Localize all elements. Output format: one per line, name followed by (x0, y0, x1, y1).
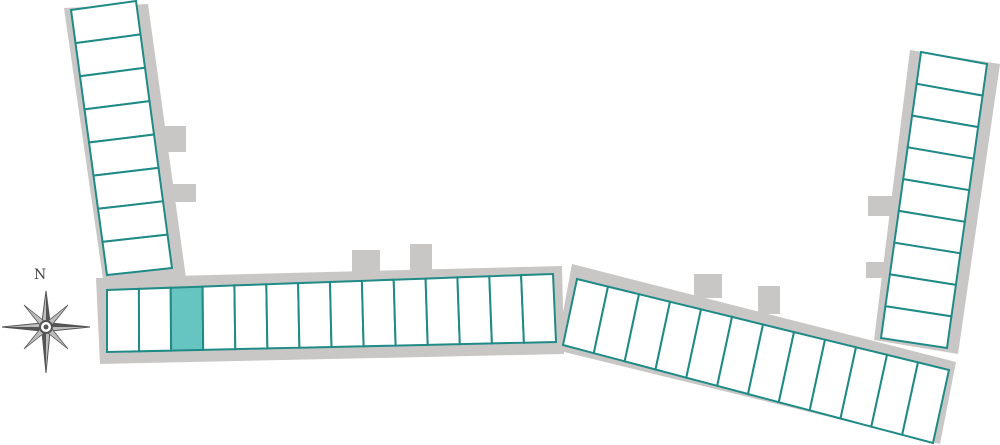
west-wing-balcony (160, 126, 186, 152)
center-wing-balcony (352, 250, 380, 274)
east-wing (879, 50, 989, 350)
center-wing-balcony (410, 244, 432, 272)
southeast-wing (561, 277, 951, 445)
west-wing-unit[interactable] (101, 233, 174, 277)
center-wing-unit[interactable] (392, 277, 429, 347)
compass-rose-icon (1, 290, 91, 374)
center-wing-unit[interactable] (233, 283, 269, 351)
center-wing-unit[interactable] (328, 279, 365, 349)
west-wing (69, 0, 174, 277)
center-wing-unit[interactable] (520, 272, 558, 344)
center-wing-unit[interactable] (169, 285, 205, 352)
center-wing-unit[interactable] (265, 282, 301, 350)
center-wing-unit[interactable] (488, 274, 525, 345)
east-wing-unit[interactable] (879, 305, 953, 350)
west-wing-balcony (172, 184, 196, 202)
southeast-wing-balcony (758, 286, 780, 314)
southeast-wing-unit[interactable] (901, 361, 951, 445)
east-wing-balcony (866, 262, 892, 278)
center-wing-unit[interactable] (297, 280, 333, 349)
center-wing-unit[interactable] (137, 286, 173, 353)
east-wing-balcony (868, 196, 898, 216)
center-wing-unit[interactable] (360, 278, 397, 348)
center-wing (106, 272, 558, 354)
southeast-wing-balcony (694, 274, 722, 298)
center-wing-unit[interactable] (201, 284, 237, 351)
center-wing-unit[interactable] (106, 287, 141, 354)
compass-north-label: N (34, 267, 46, 283)
apartment-units (69, 0, 989, 445)
center-wing-unit[interactable] (456, 275, 493, 346)
center-wing-unit[interactable] (424, 276, 461, 346)
